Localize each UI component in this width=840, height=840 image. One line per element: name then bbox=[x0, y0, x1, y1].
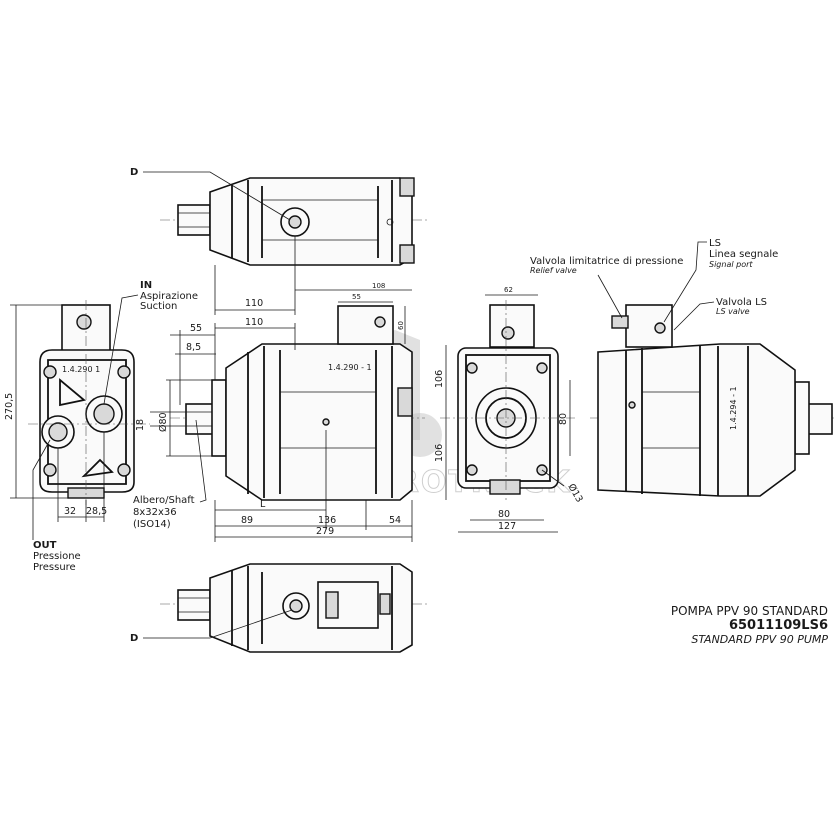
dim-32-28-5: 32 28,5 bbox=[57, 432, 107, 522]
leader-in bbox=[103, 294, 139, 405]
svg-text:Suction: Suction bbox=[140, 301, 177, 312]
leader-ls-valve bbox=[673, 301, 715, 331]
svg-text:110: 110 bbox=[245, 298, 263, 309]
right-view: 1.4.294 - 1 bbox=[590, 304, 835, 497]
dim-80-127: 80 127 bbox=[458, 509, 558, 533]
label-out: OUT bbox=[33, 540, 57, 551]
svg-text:279: 279 bbox=[316, 526, 334, 537]
leader-out bbox=[32, 439, 51, 540]
dim-106-106: 106 106 bbox=[434, 345, 447, 500]
dim-dia80: Ø80 bbox=[158, 379, 212, 457]
svg-text:1.4.294 - 1: 1.4.294 - 1 bbox=[729, 386, 738, 430]
svg-text:106: 106 bbox=[434, 370, 445, 388]
svg-text:136: 136 bbox=[318, 515, 336, 526]
svg-text:Linea segnale: Linea segnale bbox=[709, 249, 778, 260]
side-view: 1.4.290 - 1 bbox=[170, 305, 425, 501]
svg-text:127: 127 bbox=[498, 521, 516, 532]
svg-text:8,5: 8,5 bbox=[186, 342, 201, 353]
plate-front: 1.4.290 1 bbox=[62, 365, 100, 374]
svg-text:89: 89 bbox=[241, 515, 253, 526]
svg-text:60: 60 bbox=[397, 321, 405, 330]
label-ls-valve: Valvola LS bbox=[716, 297, 767, 308]
dim-side-bottom: L 89 136 54 279 bbox=[214, 430, 413, 542]
svg-text:55: 55 bbox=[352, 293, 361, 301]
front-flange-view: 1.4.290 1 bbox=[28, 300, 150, 505]
svg-text:Aspirazione: Aspirazione bbox=[140, 291, 198, 302]
part-number: 65011109LS6 bbox=[728, 618, 828, 633]
svg-text:80: 80 bbox=[558, 413, 569, 425]
dim-8-5: 8,5 bbox=[175, 342, 216, 355]
svg-text:Ø80: Ø80 bbox=[158, 412, 169, 432]
svg-text:L: L bbox=[260, 499, 266, 510]
svg-text:1.4.290 - 1: 1.4.290 - 1 bbox=[328, 363, 372, 372]
svg-text:54: 54 bbox=[389, 515, 401, 526]
svg-text:62: 62 bbox=[504, 286, 513, 294]
leader-relief bbox=[597, 274, 623, 319]
top-view bbox=[160, 177, 430, 266]
label-shaft: Albero/Shaft bbox=[133, 495, 195, 506]
dim-80-vertical: 80 bbox=[558, 380, 571, 456]
svg-text:Signal port: Signal port bbox=[709, 260, 753, 269]
dim-55: 55 bbox=[170, 323, 215, 405]
title-line-3: STANDARD PPV 90 PUMP bbox=[691, 633, 828, 646]
dim-110-top: 110 bbox=[214, 236, 296, 315]
leader-shaft bbox=[195, 419, 207, 503]
svg-text:LS valve: LS valve bbox=[716, 307, 750, 316]
svg-text:Relief valve: Relief valve bbox=[530, 266, 577, 275]
end-view bbox=[440, 300, 575, 500]
svg-text:80: 80 bbox=[498, 509, 510, 520]
label-ls: LS bbox=[709, 238, 721, 249]
svg-text:8x32x36: 8x32x36 bbox=[133, 507, 177, 518]
svg-text:108: 108 bbox=[372, 282, 385, 290]
svg-text:Pressure: Pressure bbox=[33, 562, 76, 573]
leader-d-top bbox=[143, 171, 291, 221]
dim-18: 18 bbox=[135, 411, 186, 431]
svg-text:110: 110 bbox=[245, 317, 263, 328]
svg-text:Pressione: Pressione bbox=[33, 551, 81, 562]
leader-d-bottom bbox=[143, 609, 293, 639]
label-d-top: D bbox=[130, 167, 138, 178]
svg-text:32: 32 bbox=[64, 506, 76, 517]
dim-62: 62 bbox=[485, 286, 538, 296]
svg-text:55: 55 bbox=[190, 323, 202, 334]
leader-ls bbox=[663, 241, 707, 323]
label-relief: Valvola limitatrice di pressione bbox=[530, 256, 683, 267]
label-in: IN bbox=[140, 280, 152, 291]
svg-text:106: 106 bbox=[434, 444, 445, 462]
title-block: POMPA PPV 90 STANDARD 65011109LS6 STANDA… bbox=[671, 604, 828, 646]
bottom-view bbox=[160, 563, 430, 653]
svg-text:18: 18 bbox=[135, 419, 146, 431]
svg-text:28,5: 28,5 bbox=[86, 506, 107, 517]
svg-text:(ISO14): (ISO14) bbox=[133, 519, 171, 530]
label-d-bottom: D bbox=[130, 633, 138, 644]
dim-110-side: 110 bbox=[214, 317, 296, 380]
dim-108-55-60: 108 55 60 bbox=[295, 282, 412, 344]
svg-text:270,5: 270,5 bbox=[4, 393, 15, 420]
title-line-1: POMPA PPV 90 STANDARD bbox=[670, 604, 828, 618]
